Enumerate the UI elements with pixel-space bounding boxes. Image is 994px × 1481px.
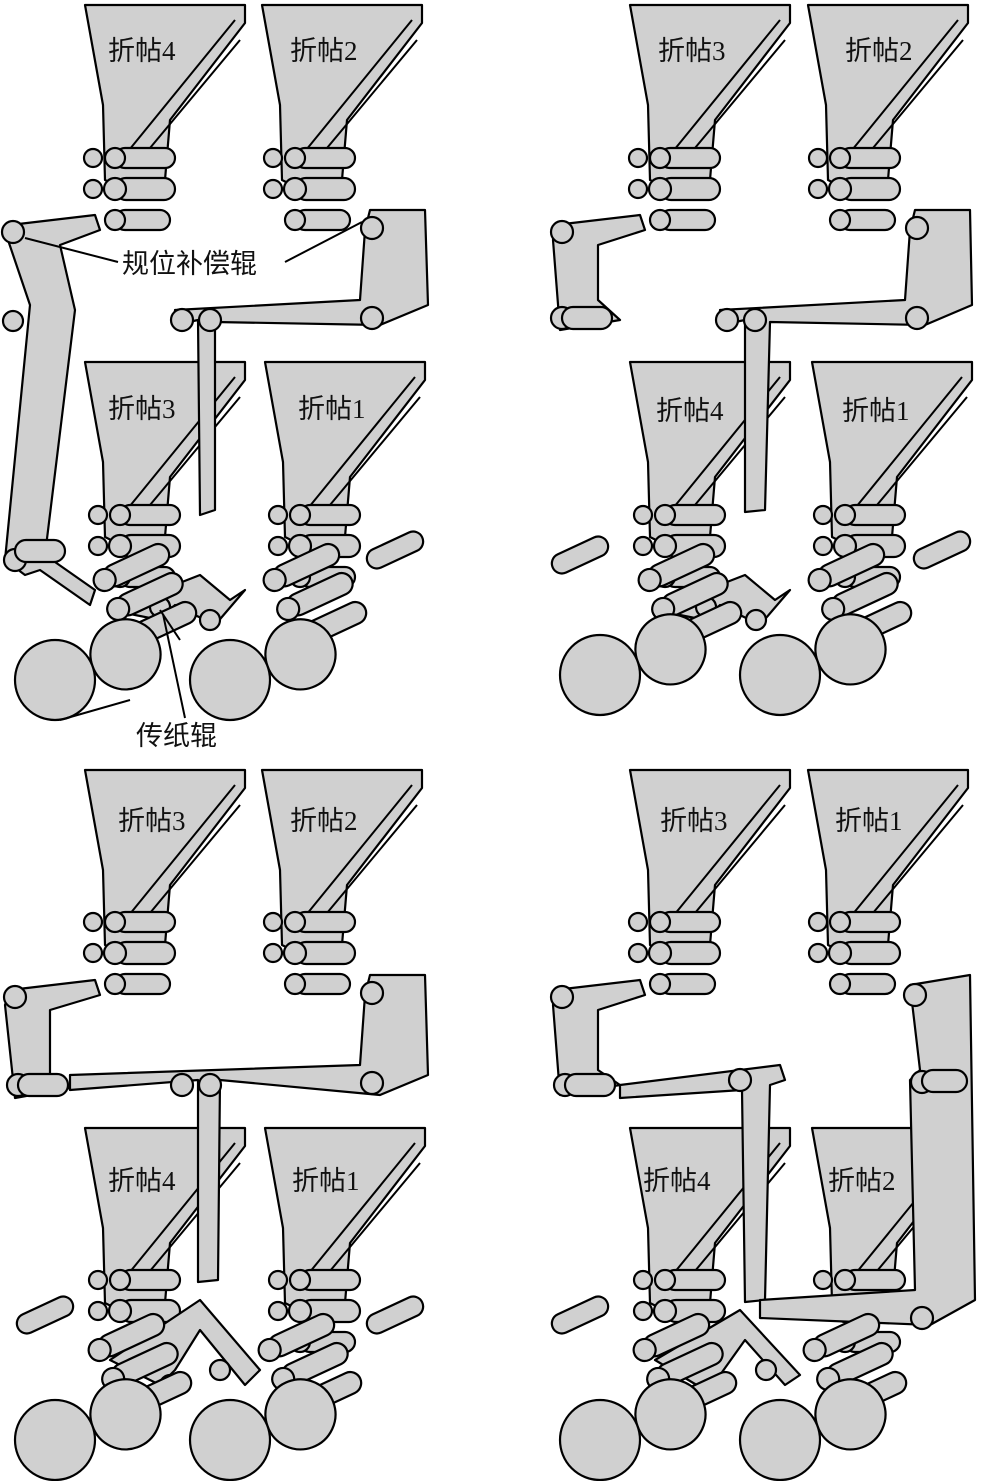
compensation-roller-label: 规位补偿辊 — [122, 249, 257, 279]
panel-3-bottom-left-label: 折帖4 — [108, 1166, 176, 1196]
panel-4-top-left-label: 折帖3 — [660, 806, 728, 836]
panel-4-bottom-left-label: 折帖4 — [643, 1166, 711, 1196]
panel-1-bottom-left-label: 折帖3 — [108, 394, 176, 424]
panel-2-top-left-label: 折帖3 — [658, 36, 726, 66]
compensation-roller-leader-right — [284, 221, 363, 263]
panel-4-bottom-right-label: 折帖2 — [828, 1166, 896, 1196]
panel-2-bottom-left-label: 折帖4 — [656, 396, 724, 426]
panel-1-top-right-label: 折帖2 — [290, 36, 358, 66]
panel-2-top-right-label: 折帖2 — [845, 36, 913, 66]
panel-4-top-right-label: 折帖1 — [835, 806, 903, 836]
panel-3 — [2, 768, 430, 1481]
panel-2 — [549, 3, 974, 717]
panel-2-bottom-right-label: 折帖1 — [842, 396, 910, 426]
panel-3-bottom-right-label: 折帖1 — [292, 1166, 360, 1196]
panel-3-top-left-label: 折帖3 — [118, 806, 186, 836]
compensation-roller-leader-left — [24, 237, 119, 263]
panel-1-bottom-right-label: 折帖1 — [298, 394, 366, 424]
panel-1-top-left-label: 折帖4 — [108, 36, 176, 66]
transfer-roller-label: 传纸辊 — [136, 721, 217, 751]
panel-4 — [549, 768, 977, 1481]
transfer-roller-leader — [162, 613, 186, 719]
panel-3-top-right-label: 折帖2 — [290, 806, 358, 836]
panel-1 — [0, 3, 430, 722]
